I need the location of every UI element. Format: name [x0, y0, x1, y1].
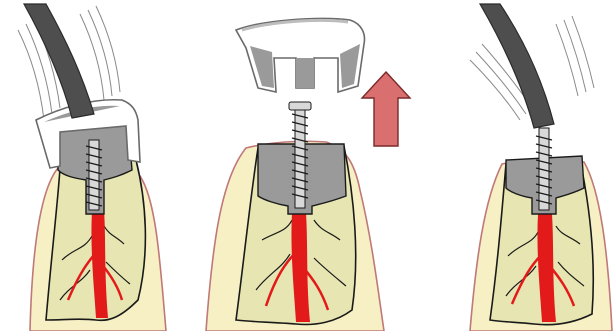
panel-1: [18, 4, 166, 331]
crown-shadow: [296, 58, 314, 88]
up-arrow-icon: [362, 72, 410, 146]
panel-2: [206, 18, 410, 331]
removal-tool: [480, 4, 554, 128]
panel-3: [470, 4, 612, 331]
